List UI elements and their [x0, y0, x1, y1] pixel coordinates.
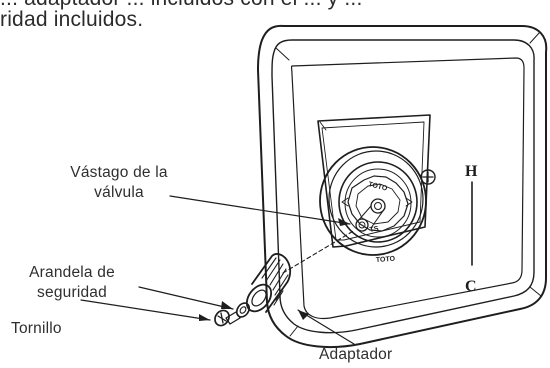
intro-text-line-1: ... adaptador ... incluidos con el ... y… [0, 0, 363, 9]
lock-washer-label-line-1: Arandela de [29, 264, 115, 281]
intro-text: ... adaptador ... incluidos con el ... y… [0, 0, 550, 42]
leader-lock-washer [138, 286, 234, 310]
faceplate [257, 24, 548, 349]
hub-code: TS [369, 225, 379, 234]
lock-washer-label: Arandela de seguridad [6, 263, 138, 303]
cold-mark: C [465, 278, 477, 295]
screw [214, 309, 241, 327]
leader-screw [80, 299, 211, 321]
plate-brand-logo: TOTO [376, 256, 396, 264]
hub-brand-logo: TOTO [368, 181, 389, 193]
valve-stem-label-line-1: Vástago de la [70, 164, 168, 181]
assembly-axis [282, 229, 356, 274]
hot-mark: H [465, 163, 478, 180]
lock-washer-label-line-2: seguridad [37, 284, 107, 301]
screw-label: Tornillo [11, 320, 62, 337]
leader-valve-stem [169, 195, 351, 225]
intro-text-line-2: ridad incluidos. [0, 8, 144, 31]
adapter [245, 253, 292, 313]
valve-stem-label: Vástago de la válvula [44, 163, 194, 203]
valve-stem-label-line-2: válvula [94, 184, 144, 201]
adapter-label: Adaptador [319, 346, 393, 363]
lock-washer [235, 302, 251, 318]
valve-body [319, 146, 427, 256]
